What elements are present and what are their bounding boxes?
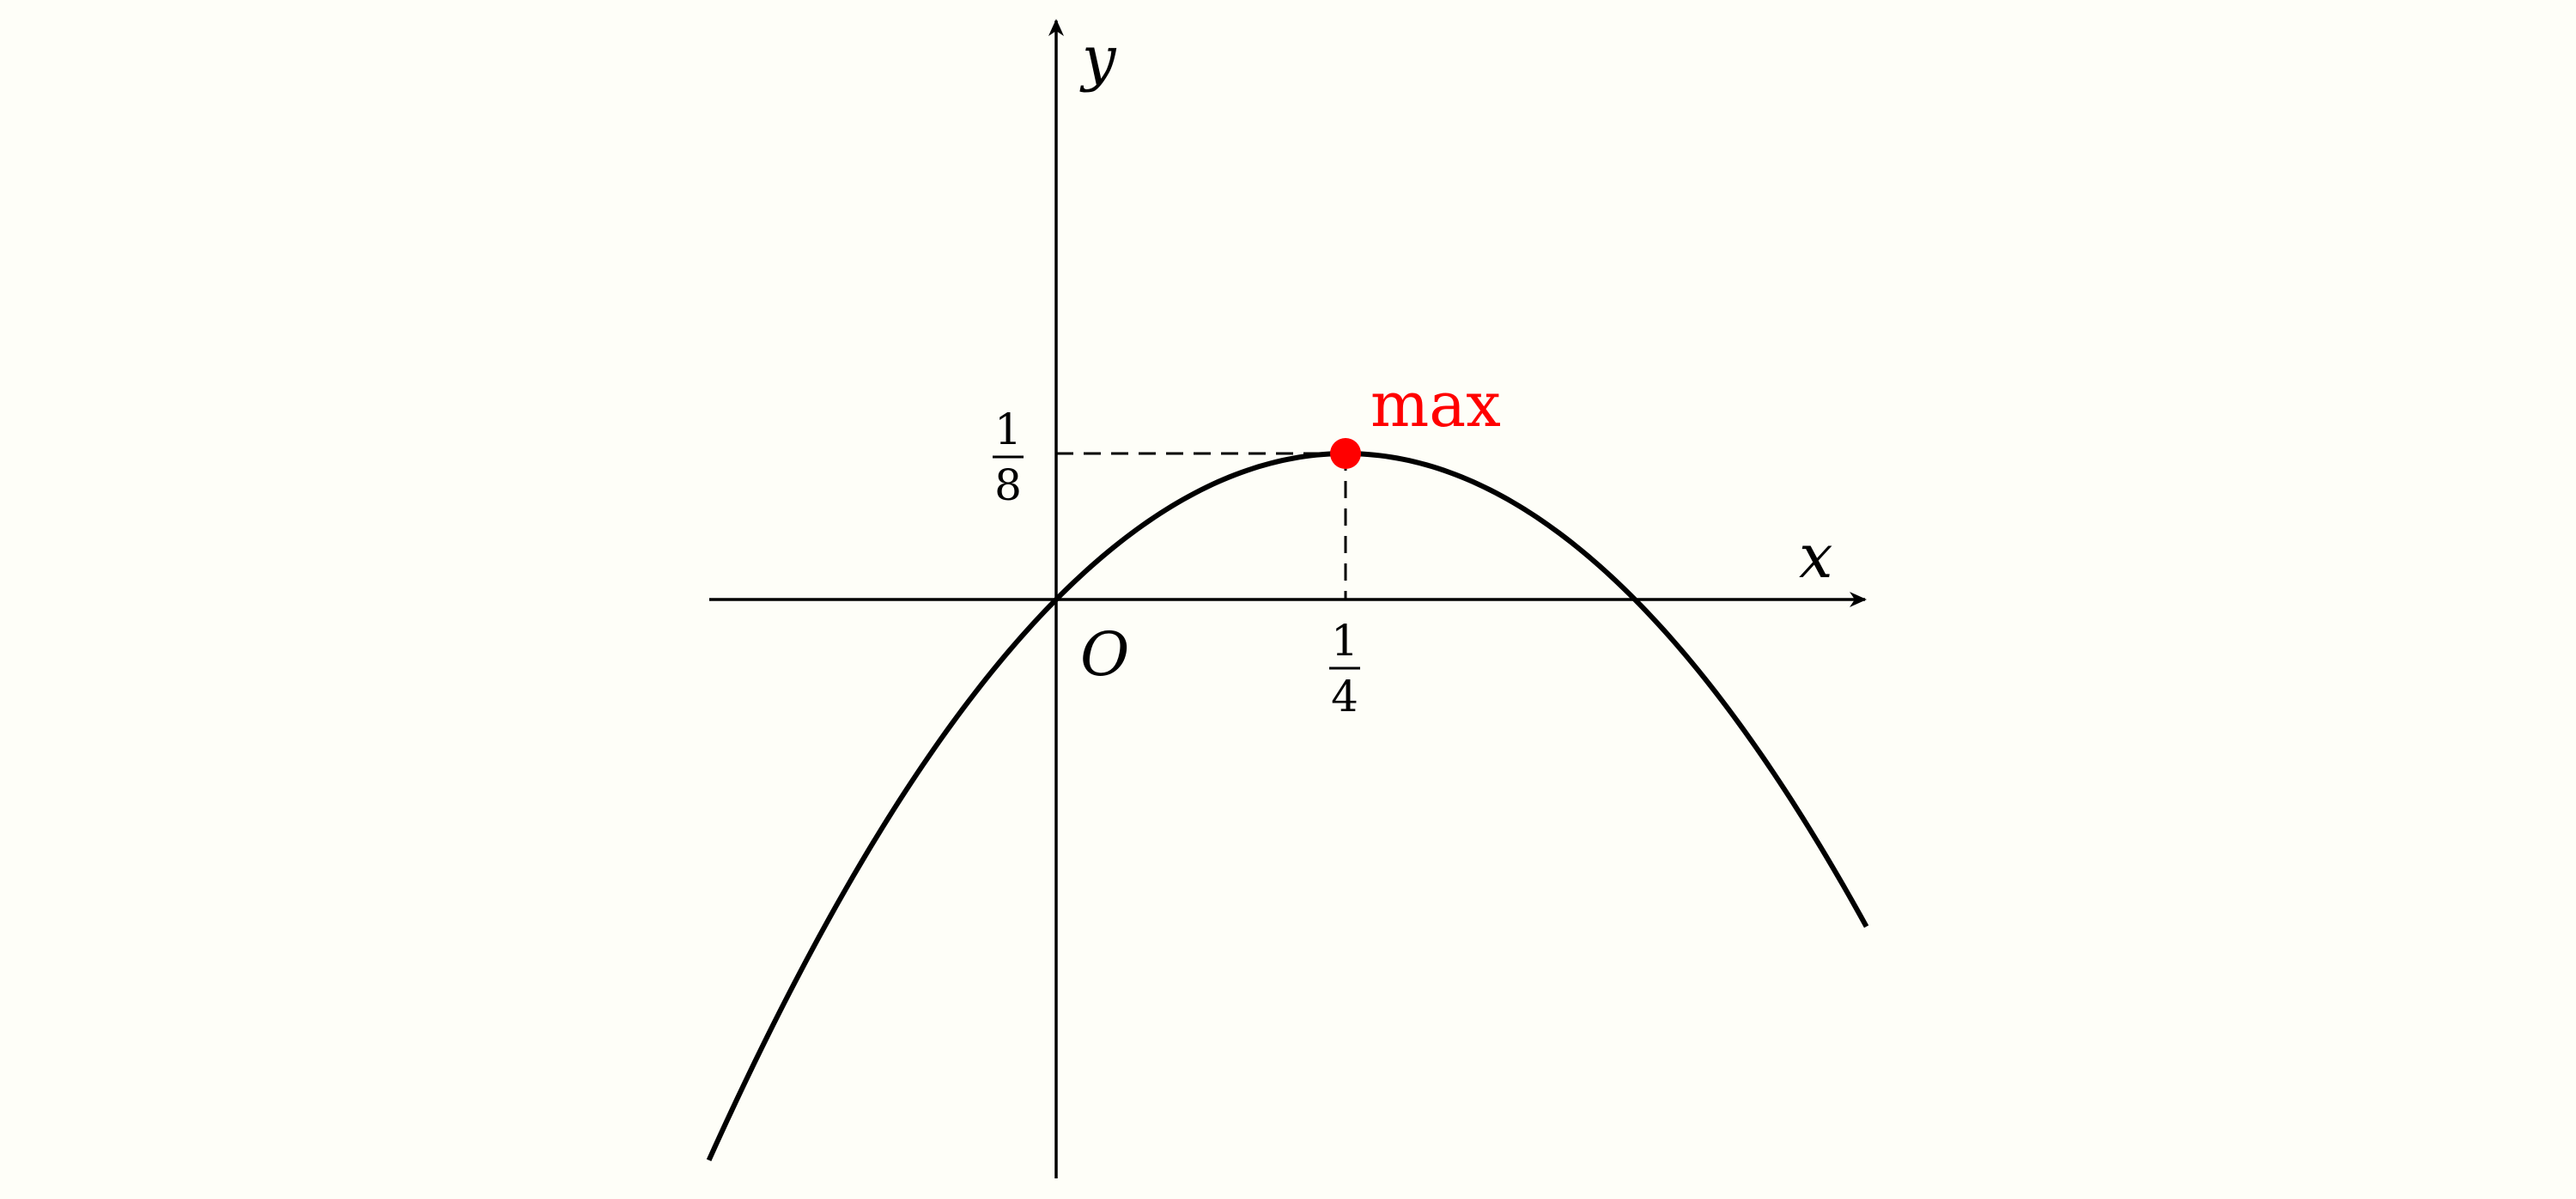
y-axis-label: y: [1079, 23, 1117, 94]
y-tick-denominator: 8: [994, 460, 1022, 510]
origin-label: O: [1080, 619, 1129, 690]
x-tick-denominator: 4: [1331, 672, 1358, 721]
y-tick-numerator: 1: [994, 405, 1022, 454]
parabola-curve: [706, 451, 1869, 1162]
y-tick-label: 1 8: [993, 405, 1024, 510]
vertex-label: max: [1370, 368, 1501, 441]
x-tick-label: 1 4: [1329, 616, 1360, 721]
x-axis-label: x: [1799, 521, 1832, 592]
x-tick-numerator: 1: [1331, 616, 1358, 666]
vertex-point: [1330, 438, 1361, 469]
